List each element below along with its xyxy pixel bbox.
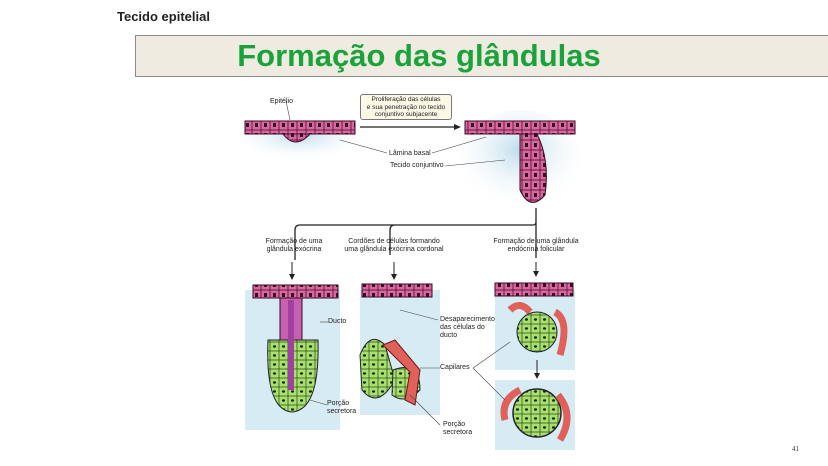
follicular-gland (494, 282, 575, 450)
label-capilares: Capilares (440, 364, 470, 371)
exocrine-gland (245, 284, 340, 430)
slide-title: Formação das glândulas (237, 38, 601, 73)
note-line: Proliferação das células (371, 96, 441, 103)
label-line: Formação de uma glândula (493, 238, 579, 245)
epithelium-step1 (240, 118, 360, 162)
label-line: Cordões de células formando (348, 238, 440, 245)
label-line: Porção (443, 421, 466, 428)
label-line: glândula exócrina (266, 246, 322, 253)
epithelium-step2 (460, 110, 580, 210)
label-line: secretora (327, 408, 357, 415)
page-number: 41 (792, 445, 799, 453)
title-box: Formação das glândulas (135, 35, 828, 77)
label-line: secretora (443, 429, 473, 436)
section-title: Tecido epitelial (117, 9, 210, 24)
branch-lines (294, 208, 537, 260)
label-lamina-basal: Lâmina basal (389, 150, 431, 157)
label-line: Formação de uma (265, 238, 323, 245)
label-ducto: Ducto (328, 318, 347, 325)
label-line: das células do (440, 324, 485, 331)
label-tecido-conjuntivo: Tecido conjuntivo (390, 162, 444, 169)
note-line: e sua penetração no tecido (366, 103, 446, 111)
note-line: conjuntivo subjacente (374, 111, 438, 118)
process-note: Proliferação das células e sua penetraçã… (360, 94, 452, 120)
label-epitelio: Epitélio (270, 98, 293, 105)
label-line: Porção (327, 400, 350, 407)
label-line: endócrina folicular (507, 246, 565, 253)
cordonal-gland (359, 283, 440, 415)
label-line: uma glândula exócrina cordonal (344, 246, 444, 253)
label-line: ducto (440, 332, 458, 339)
label-line: Desaparecimento (440, 316, 495, 323)
